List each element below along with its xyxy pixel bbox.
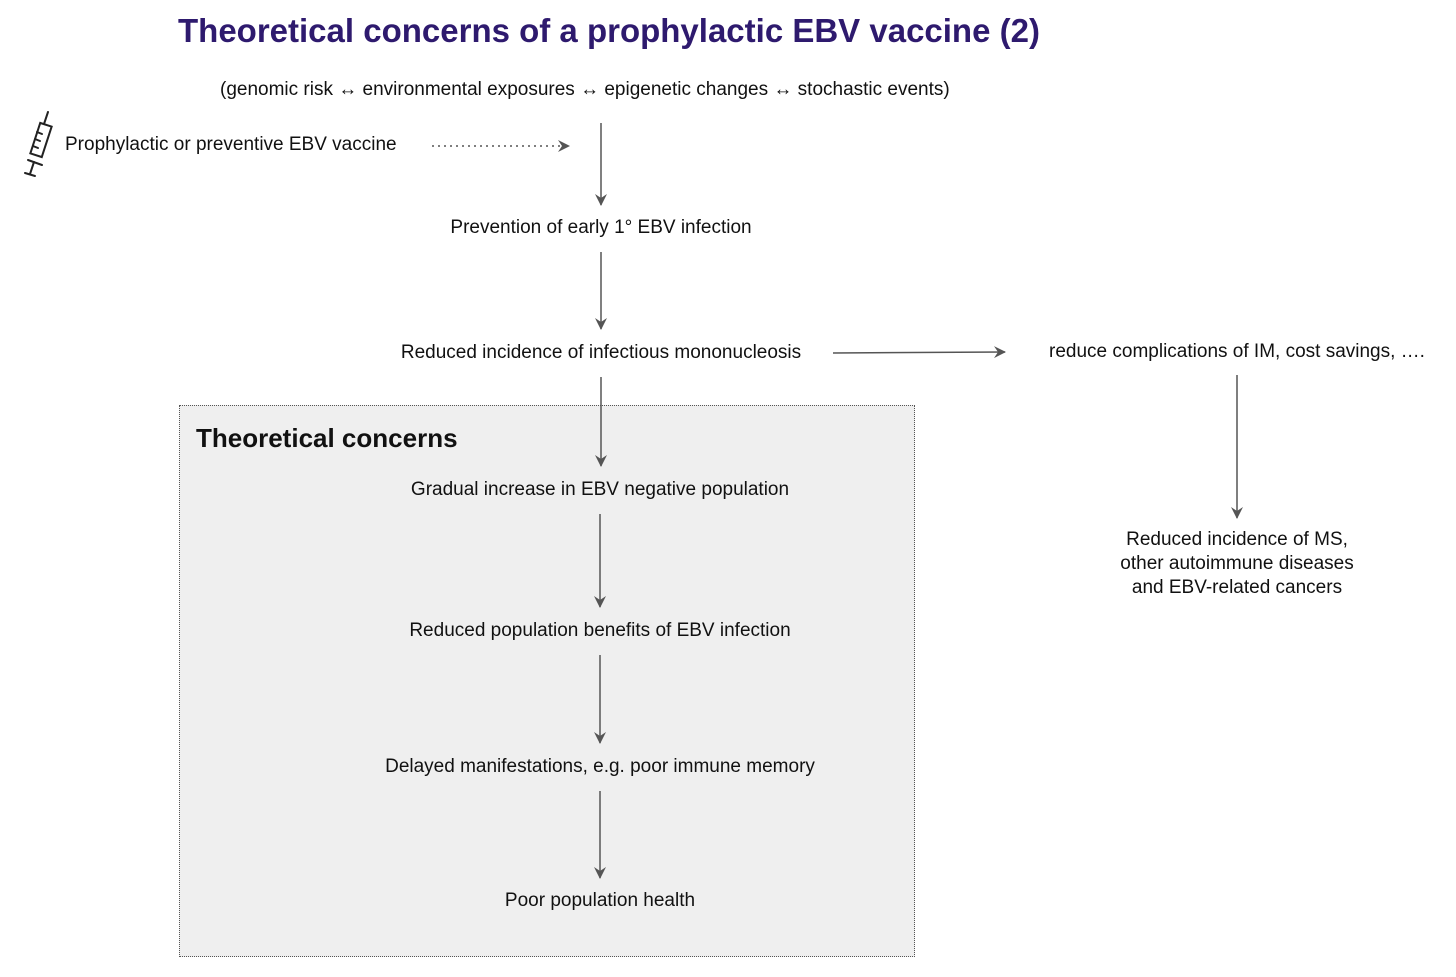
node-reduced-ms-line-3: and EBV-related cancers (1131, 577, 1343, 598)
node-complications: reduce complications of IM, cost savings… (1049, 341, 1425, 362)
node-gradual-increase: Gradual increase in EBV negative populat… (410, 479, 790, 500)
node-reduced-im: Reduced incidence of infectious mononucl… (400, 342, 802, 363)
syringe-icon (24, 111, 53, 177)
diagram-title: Theoretical concerns of a prophylactic E… (178, 12, 1040, 49)
node-reduced-benefits: Reduced population benefits of EBV infec… (409, 620, 791, 641)
node-reduced-ms-line-2: other autoimmune diseases (1120, 553, 1354, 574)
node-reduced-ms-line-1: Reduced incidence of MS, (1126, 529, 1348, 550)
node-delayed-manifestations: Delayed manifestations, e.g. poor immune… (385, 756, 815, 777)
concerns-heading: Theoretical concerns (196, 423, 458, 453)
arrow-im-to-complications (832, 346, 1006, 359)
node-poor-health: Poor population health (504, 890, 696, 911)
vaccine-label: Prophylactic or preventive EBV vaccine (65, 134, 397, 155)
risk-factors-line: (genomic risk ↔ environmental exposures … (220, 79, 950, 100)
node-reduced-ms: Reduced incidence of MS, other autoimmun… (1120, 528, 1353, 600)
theoretical-concerns-box (179, 405, 915, 957)
node-prevention: Prevention of early 1° EBV infection (450, 217, 752, 238)
